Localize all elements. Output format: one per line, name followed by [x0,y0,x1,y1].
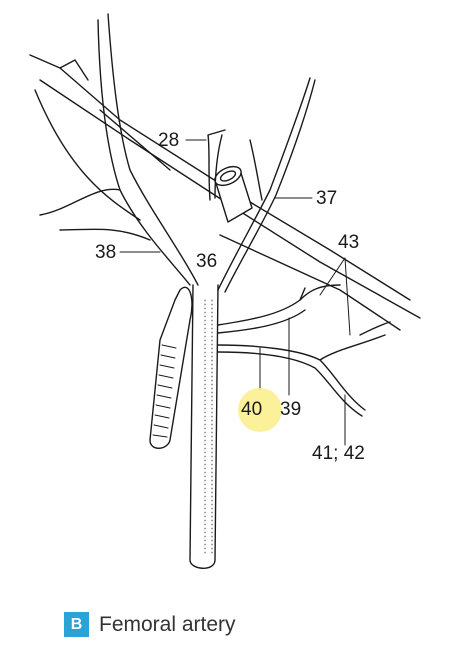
leader-lines [119,139,351,446]
label-39: 39 [280,399,302,420]
label-38: 38 [95,242,117,263]
label-40: 40 [241,399,263,420]
figure-badge: B [64,612,89,637]
branch-37 [217,77,316,293]
superficial-branches-left [34,13,199,286]
cut-vessel-stump [214,165,253,223]
femoral-artery-trunk [189,284,219,569]
label-43: 43 [338,232,360,253]
figure-caption: B Femoral artery [64,612,236,637]
femoral-vein [149,286,193,449]
label-36: 36 [196,251,218,272]
branch-28 [207,129,226,201]
label-37: 37 [316,188,338,209]
figure-title: Femoral artery [99,612,236,636]
label-highlight [238,388,282,432]
label-41-42: 41; 42 [312,443,365,464]
label-28: 28 [158,130,180,151]
branch-41-42 [217,321,391,417]
branch-39-43 [217,284,341,334]
